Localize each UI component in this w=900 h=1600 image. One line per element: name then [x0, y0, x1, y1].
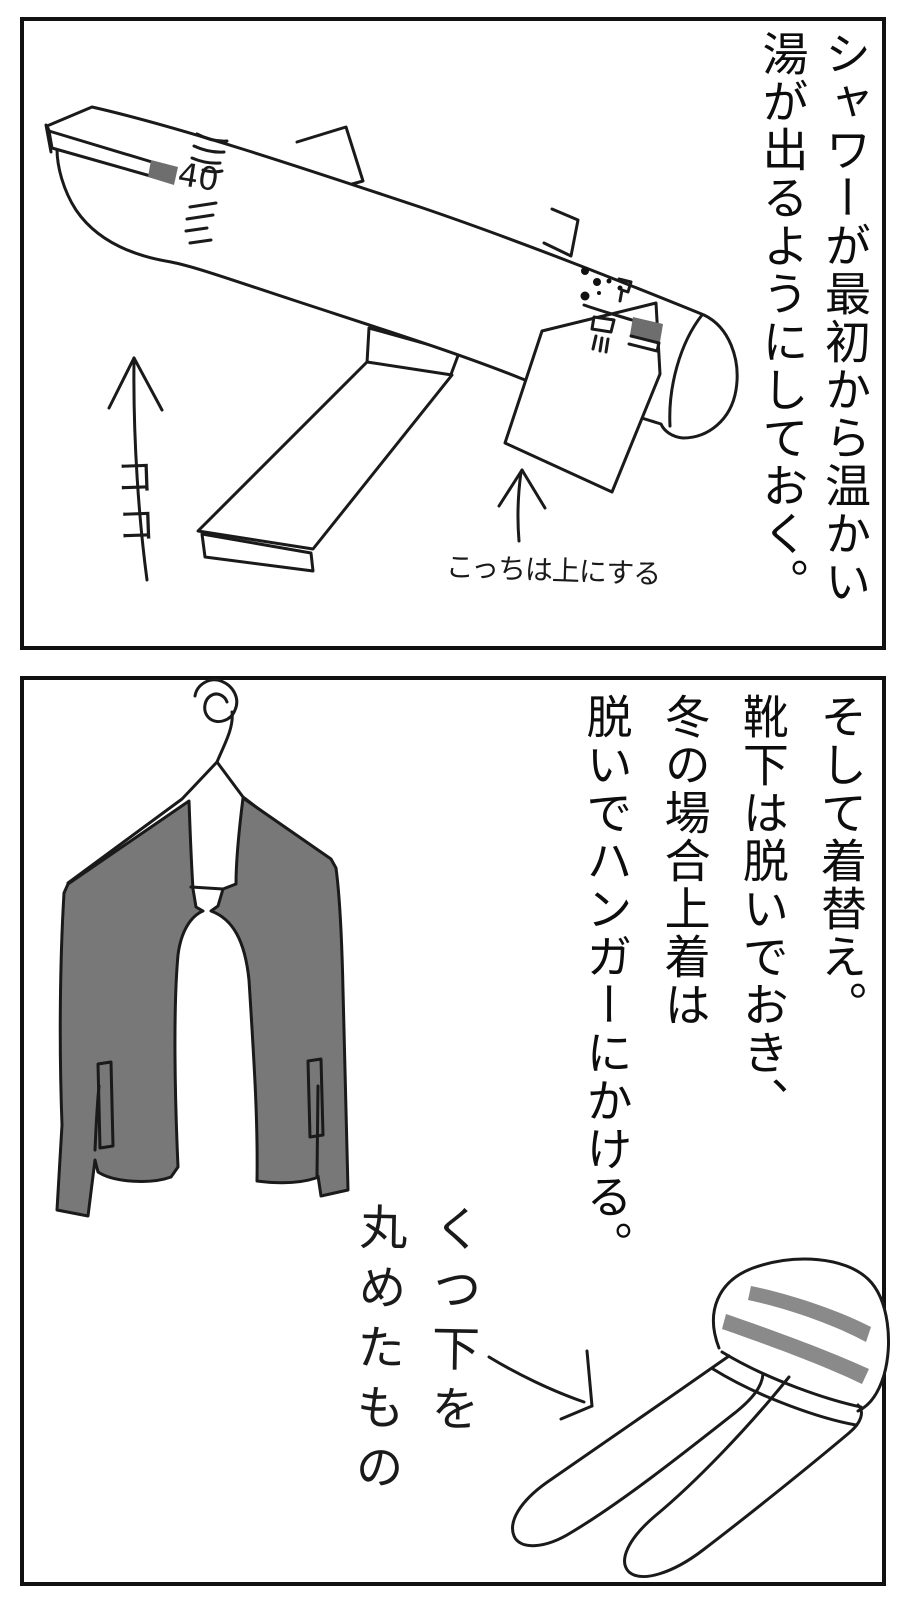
panel1-shower-drawing — [20, 17, 886, 650]
shower-head-symbol — [590, 315, 616, 334]
arrow-to-socks-icon — [487, 1349, 594, 1421]
board-front-edge — [200, 532, 315, 573]
dial-ticks-lower — [184, 201, 218, 245]
lever-end-cap — [44, 123, 53, 154]
sock-leg-lower — [623, 1375, 863, 1578]
sock-leg-upper — [511, 1354, 765, 1548]
cylinder-rim-line — [668, 313, 704, 428]
jacket-pocket-left — [96, 1060, 115, 1150]
sock-cuff-lines — [711, 1350, 863, 1427]
hook-icon — [617, 277, 633, 303]
label-here: ココ — [107, 455, 157, 553]
sock-stripes — [722, 1286, 871, 1384]
knob-base — [627, 334, 661, 353]
body-crease-line — [582, 303, 634, 322]
arrow-up-center-icon — [497, 468, 547, 543]
jacket-pocket-right — [306, 1057, 325, 1139]
jacket-right-panel — [209, 796, 350, 1198]
hanger-hook-icon — [193, 678, 239, 764]
label-rolled-socks: くつ下を 丸めたもの — [346, 1201, 482, 1503]
lever-grip — [148, 160, 178, 185]
label-this-side-up: こっちは上にする — [445, 550, 661, 591]
diverter-knob — [630, 317, 663, 342]
shower-spray-lines — [591, 334, 610, 354]
temperature-dial-label: 40 — [175, 155, 222, 199]
jacket-left-panel — [55, 799, 205, 1218]
front-flap — [503, 301, 662, 494]
panel2-caption: そして着替え。 靴下は脱いでおき、 冬の場合上着は 脱いでハンガーにかける。 — [579, 693, 868, 1269]
mount-tab-right — [542, 207, 580, 258]
board-top-face — [196, 360, 454, 551]
arrow-up-left-icon — [107, 356, 164, 582]
hanger-bar-line — [189, 885, 225, 891]
panel1-caption: シャワーが最初から温かい 湯が出るようにしておく。 — [755, 30, 872, 606]
dial-ticks-upper — [190, 132, 229, 174]
right-sleeve-seam — [315, 1084, 320, 1178]
